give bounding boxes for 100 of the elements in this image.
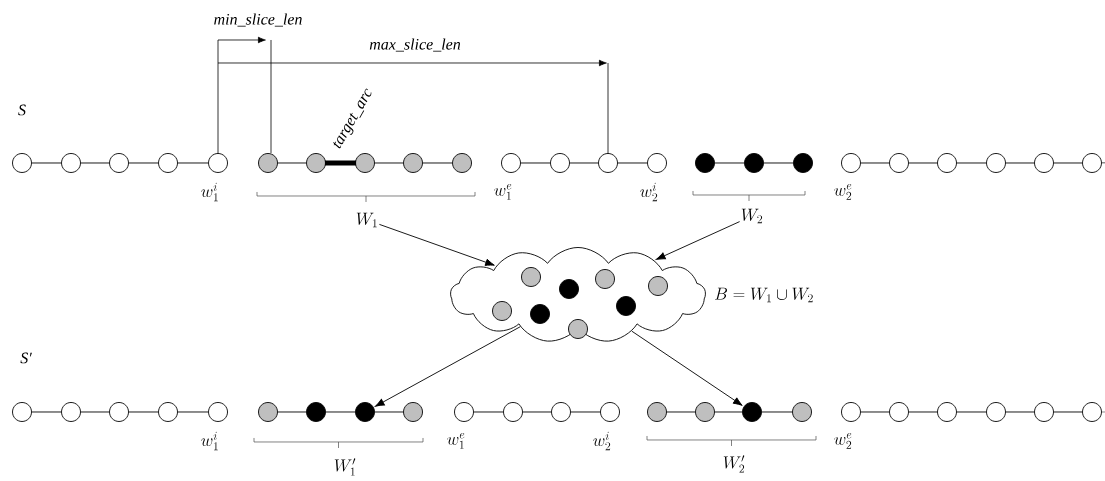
connector-line: [714, 411, 743, 413]
thick-bar: [324, 160, 357, 166]
circle-node: [355, 153, 375, 173]
connector-line: [128, 411, 159, 413]
circle-node: [793, 153, 813, 173]
endpoint-label: $w_1^i$: [201, 182, 218, 202]
circle-node: [595, 269, 615, 289]
connector-line: [1053, 411, 1083, 413]
circle-node: [403, 402, 423, 422]
connector-line: [80, 162, 110, 164]
connector-line: [374, 162, 404, 164]
circle-node: [986, 153, 1006, 173]
circle-node: [403, 153, 423, 173]
circle-node: [550, 153, 570, 173]
circle-node: [109, 153, 129, 173]
circle-node: [986, 402, 1006, 422]
circle-node: [742, 402, 762, 422]
text-label: S′: [20, 352, 32, 364]
endpoint-label: $w_2^e$: [834, 184, 852, 200]
circle-node: [889, 402, 909, 422]
set-label: $W_1$: [356, 212, 377, 228]
circle-node: [492, 301, 512, 321]
circle-node: [792, 402, 812, 422]
circle-node: [1082, 153, 1102, 173]
arrow: [378, 223, 495, 266]
connector-line: [277, 162, 307, 164]
circle-node: [12, 153, 32, 173]
endpoint-label: $w_2^i$: [593, 431, 611, 451]
endpoint-label: $w_2^e$: [834, 433, 852, 449]
set-label: $W'_2$: [723, 455, 745, 473]
endpoint-label: $w_1^e$: [494, 184, 512, 200]
circle-node: [12, 402, 32, 422]
connector-line: [956, 411, 987, 413]
connector-line: [908, 162, 938, 164]
circle-node: [695, 402, 715, 422]
connector-line: [1005, 162, 1035, 164]
circle-node: [258, 402, 278, 422]
connector-line: [177, 411, 209, 413]
circle-node: [551, 402, 571, 422]
connector-line: [569, 162, 599, 164]
endpoint-label: $w_2^i$: [640, 182, 658, 202]
circle-node: [258, 153, 278, 173]
circle-node: [1034, 153, 1054, 173]
circle-node: [1082, 402, 1102, 422]
connector-line: [860, 162, 890, 164]
circle-node: [503, 402, 523, 422]
circle-node: [647, 153, 667, 173]
circle-node: [648, 276, 668, 296]
circle-node: [1034, 402, 1054, 422]
circle-node: [937, 153, 957, 173]
circle-node: [889, 153, 909, 173]
circle-node: [841, 402, 861, 422]
endpoint-label: $B = W_1 \cup W_2$: [715, 287, 813, 303]
cloud-shape: [450, 247, 706, 342]
arrow: [374, 326, 521, 407]
connector-line: [617, 162, 648, 164]
circle-node: [109, 402, 129, 422]
connector-line: [80, 411, 110, 413]
connector-line: [763, 162, 794, 164]
circle-node: [306, 402, 326, 422]
connector-line: [956, 162, 987, 164]
connector-line: [177, 162, 209, 164]
arrow: [631, 330, 743, 406]
connector-line: [422, 162, 453, 164]
endpoint-label: $w_1^e$: [447, 433, 465, 449]
connector-line: [570, 411, 601, 413]
connector-line: [31, 411, 62, 413]
circle-node: [937, 402, 957, 422]
circle-node: [306, 153, 326, 173]
text-label: min_slice_len: [214, 13, 302, 27]
circle-node: [647, 402, 667, 422]
circle-node: [501, 153, 521, 173]
connector-line: [1101, 162, 1105, 164]
endpoint-label: $w_1^i$: [201, 431, 218, 451]
text-label: S: [18, 104, 26, 116]
circle-node: [600, 402, 620, 422]
circle-node: [616, 296, 636, 316]
set-label: $W'_1$: [334, 458, 356, 476]
circle-node: [452, 153, 472, 173]
connector-line: [277, 411, 307, 413]
connector-line: [761, 411, 793, 413]
connector-line: [128, 162, 159, 164]
connector-line: [325, 411, 356, 413]
set-label: $W_2$: [741, 208, 763, 224]
connector-line: [714, 162, 745, 164]
circle-node: [559, 279, 579, 299]
circle-node: [208, 402, 228, 422]
circle-node: [61, 402, 81, 422]
connector-line: [522, 411, 552, 413]
circle-node: [521, 267, 541, 287]
circle-node: [530, 304, 550, 324]
connector-line: [374, 411, 404, 413]
connector-line: [1005, 411, 1035, 413]
circle-node: [598, 153, 618, 173]
circle-node: [208, 153, 228, 173]
connector-line: [908, 411, 938, 413]
circle-node: [158, 402, 178, 422]
circle-node: [744, 153, 764, 173]
connector-line: [666, 411, 696, 413]
circle-node: [695, 153, 715, 173]
